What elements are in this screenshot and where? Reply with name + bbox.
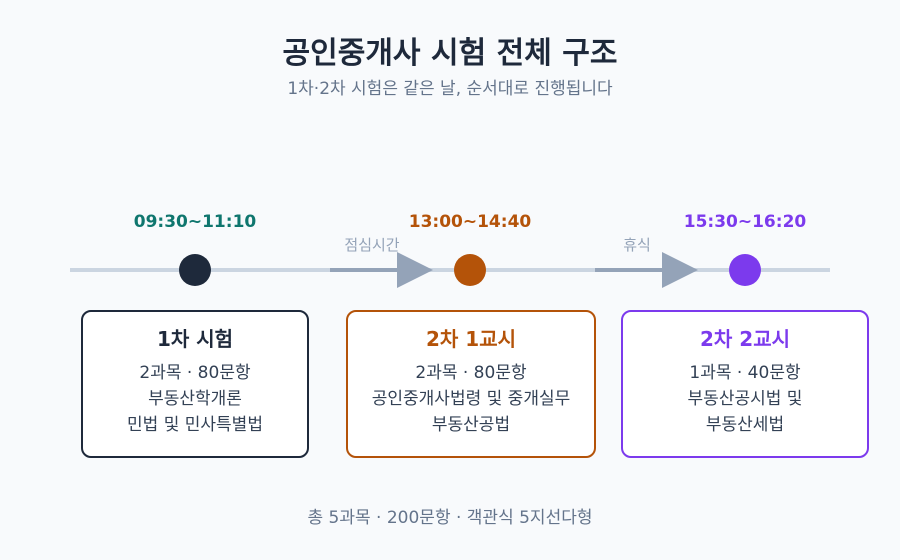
session-card-line: 부동산학개론 [148,389,242,409]
session-card-line: 공인중개사법령 및 중개실무 [371,389,571,409]
session-card-line: 부동산공시법 및 [687,389,803,409]
session-time-2: 13:00~14:40 [408,212,532,232]
session-card-title: 1차 시험 [156,327,234,351]
session-dot-1 [179,254,211,286]
session-card-line: 2과목 · 80문항 [139,363,251,383]
footer-summary: 총 5과목 · 200문항 · 객관식 5지선다형 [307,508,593,528]
page-title: 공인중개사 시험 전체 구조 [282,36,618,71]
session-time-1: 09:30~11:10 [133,212,257,232]
session-card-2: 2차 1교시 2과목 · 80문항 공인중개사법령 및 중개실무 부동산공법 [346,310,596,458]
break-arrow-2 [595,252,698,288]
page-subtitle: 1차·2차 시험은 같은 날, 순서대로 진행됩니다 [287,79,613,99]
session-card-line: 민법 및 민사특별법 [127,415,263,435]
session-dot-2 [454,254,486,286]
session-card-3: 2차 2교시 1과목 · 40문항 부동산공시법 및 부동산세법 [621,310,869,458]
session-card-title: 2차 1교시 [426,327,516,351]
break-arrow-1 [330,252,433,288]
session-card-1: 1차 시험 2과목 · 80문항 부동산학개론 민법 및 민사특별법 [81,310,309,458]
session-card-line: 부동산세법 [705,415,785,435]
session-dot-3 [729,254,761,286]
break-label-rest: 휴식 [623,236,651,254]
session-card-line: 1과목 · 40문항 [689,363,801,383]
break-label-lunch: 점심시간 [344,236,400,254]
session-card-line: 부동산공법 [431,415,511,435]
session-time-3: 15:30~16:20 [683,212,807,232]
session-card-title: 2차 2교시 [700,327,790,351]
session-card-line: 2과목 · 80문항 [415,363,527,383]
